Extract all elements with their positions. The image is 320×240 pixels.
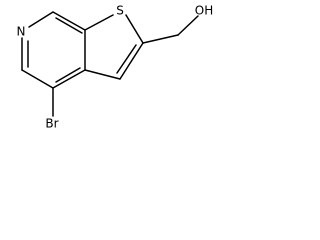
atom-label-nitrogen: N [17, 25, 26, 39]
atom-label-sulfur: S [116, 4, 124, 18]
bond-c7-c7a [52, 11, 86, 31]
bond-ch2-oh [177, 15, 199, 36]
bond-c2-c3 [119, 42, 144, 80]
bond-c5-c4 [21, 69, 54, 89]
bond-c7a-s1 [84, 14, 114, 31]
bond-n6-c7 [28, 11, 54, 28]
atom-label-bromine: Br [45, 117, 58, 131]
atom-label-hydroxyl: OH [195, 4, 213, 18]
chemical-structure-diagram: N S Br OH [17, 4, 214, 131]
bond-c7-c7a-inner [55, 17, 83, 34]
bond-c2-ch2 [142, 34, 179, 44]
bond-c4-c3a-inner [55, 67, 81, 83]
bond-s1-c2 [125, 14, 144, 44]
bond-c2-c3-inner [116, 44, 137, 74]
bond-c4-c3a [52, 69, 86, 89]
bond-c3-c3a [84, 69, 121, 80]
